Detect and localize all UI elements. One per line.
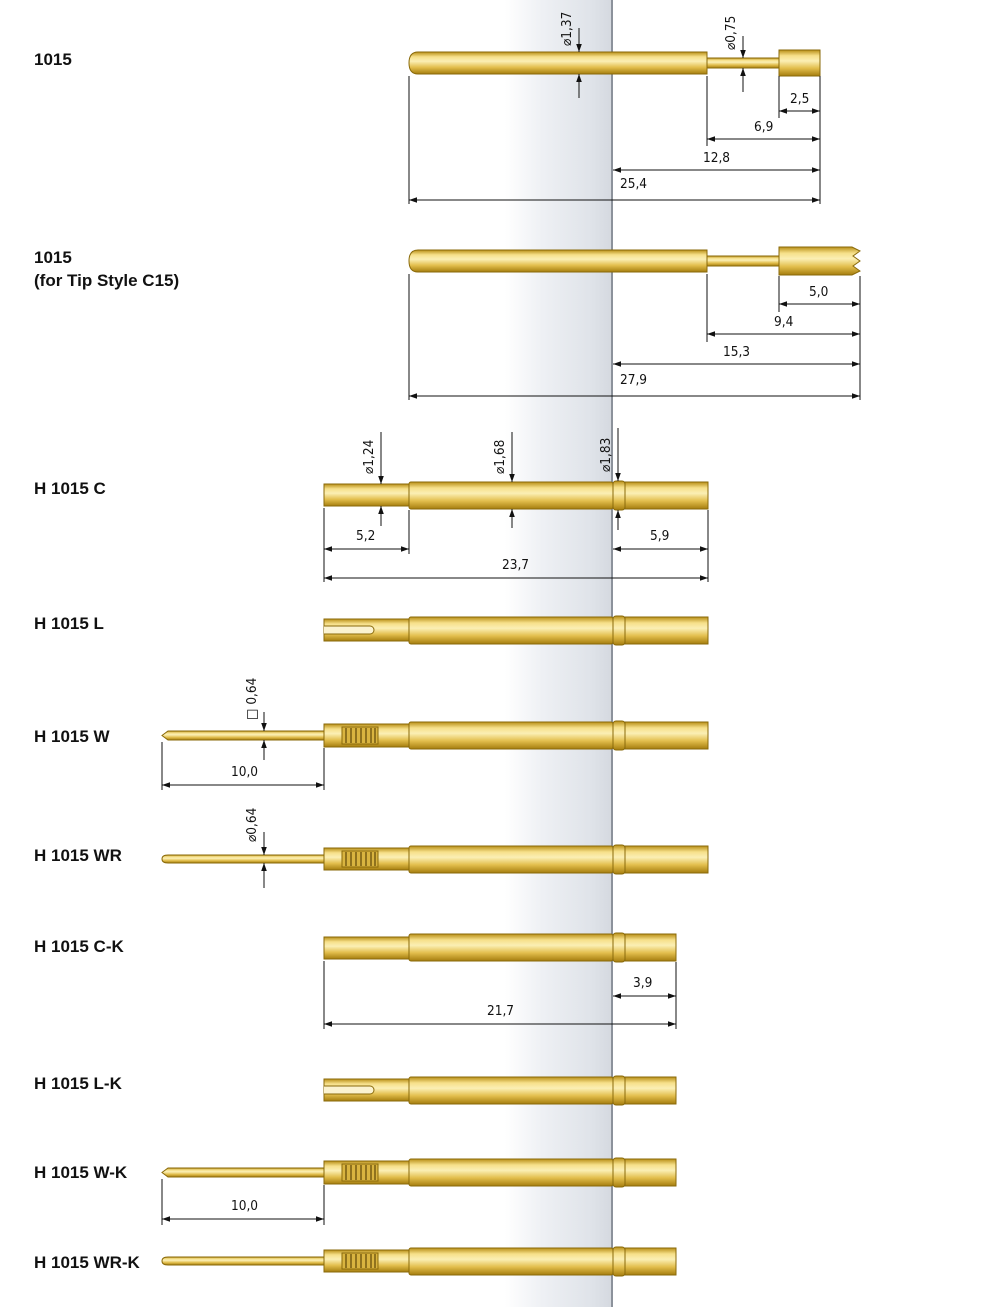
part-1015-c15 <box>408 246 861 276</box>
hc-front <box>624 481 709 510</box>
label-h1015-wk: H 1015 W-K <box>34 1163 128 1182</box>
dim-c15-len-total: 27,9 <box>620 372 647 388</box>
dim-hw-square: □ 0,64 <box>244 677 260 720</box>
part-h1015-c <box>323 480 709 511</box>
p1015-body <box>408 51 708 75</box>
label-h1015-wrk: H 1015 WR-K <box>34 1253 140 1272</box>
dims-h1015-w <box>161 712 325 790</box>
hwr-pin <box>161 854 325 864</box>
dim-c15-len-a: 9,4 <box>774 314 794 330</box>
hc-body <box>408 481 614 510</box>
reference-edge-line <box>611 0 613 1307</box>
dim-1015-len-b: 12,8 <box>703 150 730 166</box>
label-h1015-ck: H 1015 C-K <box>34 937 124 956</box>
dim-hw-len-pin: 10,0 <box>231 764 258 780</box>
hw-pin <box>161 730 325 741</box>
dim-1015-len-total: 25,4 <box>620 176 647 192</box>
pc15-crown-head <box>778 246 861 276</box>
part-h1015-wk <box>161 1157 677 1188</box>
dim-1015-len-a: 6,9 <box>754 119 773 135</box>
label-1015-c15-line1: 1015 <box>34 248 72 267</box>
dim-hwk-len-pin: 10,0 <box>231 1198 258 1214</box>
dim-hc-len-right: 5,9 <box>650 528 669 544</box>
dim-c15-len-b: 15,3 <box>723 344 750 360</box>
hw-crimp <box>341 726 379 745</box>
part-h1015-ck <box>323 932 677 963</box>
label-1015-c15-line2: (for Tip Style C15) <box>34 271 180 290</box>
label-h1015-wr: H 1015 WR <box>34 846 122 865</box>
dim-hc-len-left: 5,2 <box>356 528 375 544</box>
label-h1015-l: H 1015 L <box>34 614 104 633</box>
part-h1015-w <box>161 720 709 751</box>
p1015-head <box>778 49 821 77</box>
dim-hck-len-right: 3,9 <box>633 975 652 991</box>
dim-hc-d2: ⌀1,68 <box>492 440 508 474</box>
label-1015: 1015 <box>34 50 72 69</box>
dims-1015 <box>408 28 821 204</box>
dims-h1015-c <box>323 428 709 582</box>
hc-tail <box>323 483 410 507</box>
dim-hc-d3: ⌀1,83 <box>598 438 614 472</box>
dim-1015-len-head: 2,5 <box>790 91 809 107</box>
label-h1015-w: H 1015 W <box>34 727 110 746</box>
part-h1015-wr <box>161 844 709 875</box>
dim-hc-d1: ⌀1,24 <box>361 439 377 474</box>
dim-hc-len-total: 23,7 <box>502 557 529 573</box>
dims-1015-c15 <box>408 274 861 400</box>
pc15-neck <box>706 255 780 267</box>
hc-collar <box>612 480 626 511</box>
part-h1015-lk <box>323 1075 677 1106</box>
dims-h1015-ck <box>323 961 677 1029</box>
label-h1015-c: H 1015 C <box>34 479 106 498</box>
dim-1015-d-neck: ⌀0,75 <box>723 16 739 50</box>
pc15-body <box>408 249 708 273</box>
dim-c15-len-head: 5,0 <box>809 284 828 300</box>
dim-hck-len-total: 21,7 <box>487 1003 514 1019</box>
part-h1015-wrk <box>161 1246 677 1277</box>
label-h1015-lk: H 1015 L-K <box>34 1074 122 1093</box>
p1015-neck <box>706 57 780 69</box>
dims-h1015-wk <box>161 1179 325 1225</box>
hl-slot <box>324 625 375 635</box>
part-1015 <box>408 49 821 77</box>
dim-hwr-d: ⌀0,64 <box>244 807 260 842</box>
part-h1015-l <box>323 615 709 646</box>
dim-1015-d-main: ⌀1,37 <box>559 12 575 46</box>
